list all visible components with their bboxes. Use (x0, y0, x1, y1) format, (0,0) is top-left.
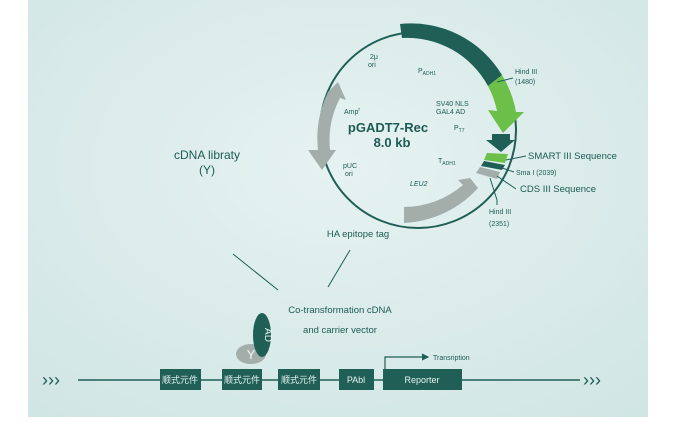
pabl-label: PAbl (347, 375, 365, 385)
pt7-label: PT7 (454, 125, 465, 134)
smart-leader (505, 155, 527, 161)
pabl-box (339, 369, 374, 390)
right-chevrons-icon: ››› (583, 370, 601, 390)
ori-2u-label-2: ori (368, 62, 376, 69)
sma-label: Sma I (2039) (516, 170, 556, 177)
y-protein-label: Y (247, 347, 256, 362)
smart-label: SMART III Sequence (528, 151, 617, 162)
cotransformation-label-2: and carrier vector (303, 325, 377, 336)
cds-leader (496, 175, 517, 190)
ad-protein (253, 313, 271, 357)
sv40-nls-label: SV40 NLS (436, 101, 469, 108)
amp-segment (308, 82, 346, 170)
ad-protein-label: AD (262, 328, 273, 342)
smart-segment (484, 153, 508, 163)
hind2-label: Hind III (489, 209, 511, 216)
plasmid-name: pGADT7-Rec (348, 120, 428, 135)
puc-ori-label: pUC (343, 163, 357, 170)
hind1-position: (1480) (515, 79, 535, 86)
ori-2u-label: 2μ (370, 54, 378, 61)
hind1-leader (496, 77, 514, 83)
pt7-segment (486, 134, 515, 152)
puc-ori-label-2: ori (345, 171, 353, 178)
hind1-label: Hind III (515, 69, 537, 76)
tadh1-label: TADH1 (438, 158, 456, 167)
sma-segment (481, 161, 505, 170)
cotransformation-label: Co-transformation cDNA (288, 305, 392, 316)
amp-label: Ampr (344, 107, 360, 116)
leu2-segment (404, 178, 478, 223)
library-arrow-line (232, 253, 279, 291)
left-chevrons-icon: ››› (42, 370, 60, 390)
reporter-label: Reporter (404, 375, 439, 385)
cis-element-box-2 (222, 369, 262, 390)
transcription-label: Transription (433, 355, 470, 362)
background (28, 0, 648, 417)
cdna-library-y: (Y) (199, 163, 215, 177)
vector-arrow-line (327, 249, 351, 288)
cds-label: CDS III Sequence (520, 184, 596, 195)
cis-element-box-1 (160, 369, 201, 390)
padh1-segment (400, 23, 502, 86)
cis-element-label-3: 顺式元件 (281, 374, 317, 385)
leu2-label: LEU2 (410, 181, 428, 188)
cis-element-label-1: 顺式元件 (162, 374, 198, 385)
hind2-leader (489, 177, 498, 205)
padh1-label: PADH1 (418, 68, 436, 77)
cds-segment (476, 167, 500, 179)
reporter-box (383, 369, 462, 390)
cis-element-label-2: 顺式元件 (224, 374, 260, 385)
gal4-ad-label: GAL4 AD (436, 109, 465, 116)
ha-epitope-label: HA epitope tag (327, 229, 389, 240)
cis-element-box-3 (278, 369, 320, 390)
transcription-arrow (384, 353, 430, 369)
plasmid-size: 8.0 kb (374, 135, 411, 150)
hind2-position: (2351) (489, 221, 509, 228)
sma-leader (501, 167, 515, 173)
cdna-library-label: cDNA libraty (174, 148, 240, 162)
gal4-ad-segment (488, 75, 524, 133)
